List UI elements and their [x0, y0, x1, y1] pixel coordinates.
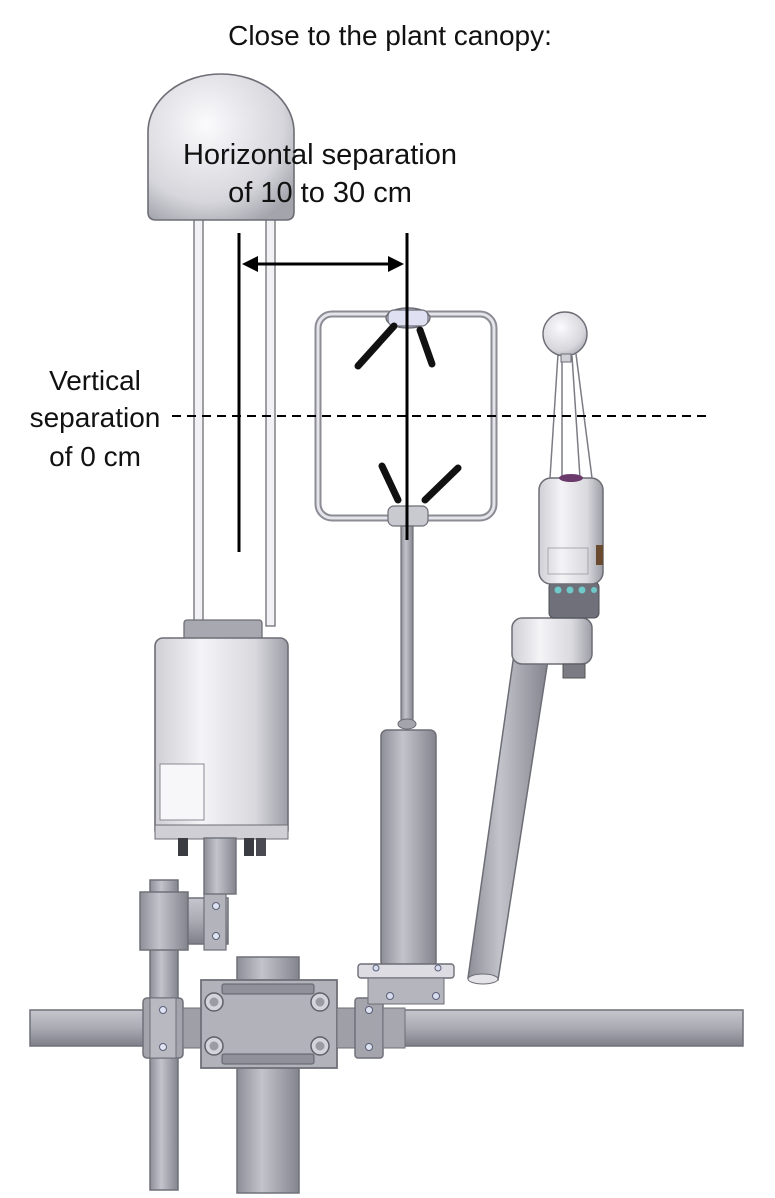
anemometer-electronics-tube — [380, 729, 437, 969]
sensor-support-arm — [467, 638, 549, 981]
sensor-ball-top — [542, 311, 588, 357]
vertical-separation-label-line1: Vertical — [49, 365, 141, 396]
sonic-anemometer — [314, 307, 498, 1005]
temperature-humidity-sensor — [467, 311, 604, 985]
cross-clamp — [200, 979, 338, 1069]
diagram-title: Close to the plant canopy: — [228, 20, 552, 51]
vertical-separation-label-line3: of 0 cm — [49, 441, 141, 472]
annotation-layer — [172, 233, 706, 552]
mounting-pipework — [29, 879, 744, 1194]
analyzer-dome-head — [147, 73, 295, 221]
horizontal-separation-label-line1: Horizontal separation — [183, 139, 457, 171]
t-connector — [139, 891, 189, 951]
analyzer-label — [159, 763, 205, 821]
horizontal-separation-label-line2: of 10 to 30 cm — [228, 177, 412, 209]
sensor-body — [538, 477, 604, 585]
vertical-separation-label-line2: separation — [30, 402, 161, 433]
gas-analyzer — [147, 73, 295, 895]
